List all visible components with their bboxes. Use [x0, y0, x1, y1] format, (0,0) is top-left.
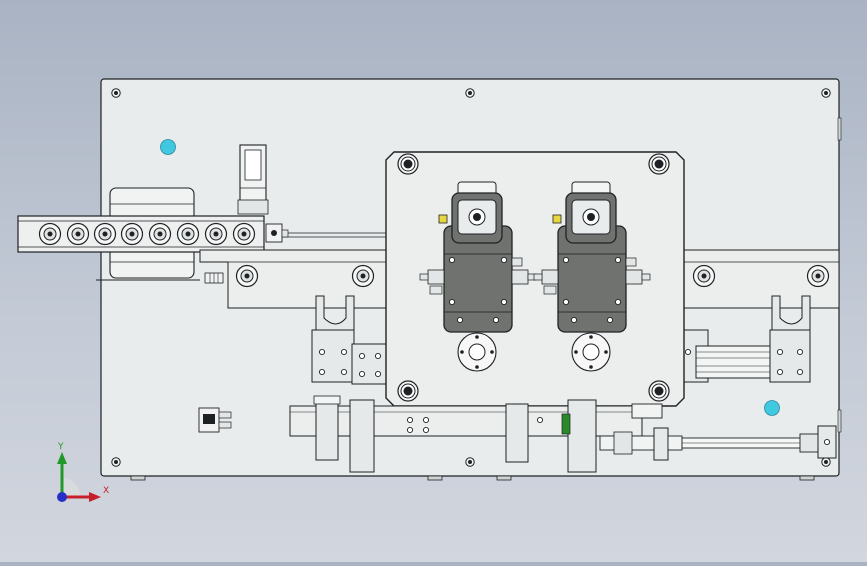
- feed-roller[interactable]: [351, 264, 375, 288]
- coordinate-triad: [57, 452, 101, 502]
- bearing-flange: [571, 332, 611, 372]
- mount-bolt: [397, 153, 419, 175]
- plate-foot: [427, 475, 443, 481]
- linear-slide[interactable]: [695, 345, 771, 379]
- plate-bolt: [821, 88, 831, 98]
- y-axis-label: Y: [58, 442, 64, 452]
- beam-post: [505, 403, 529, 463]
- beam-post: [567, 399, 597, 473]
- plate-bolt: [465, 457, 475, 467]
- cyan-marker: [764, 400, 780, 416]
- servo-unit-left[interactable]: [419, 181, 537, 333]
- plate-foot: [496, 475, 512, 481]
- wire-straightener[interactable]: [17, 215, 265, 253]
- feed-roller[interactable]: [235, 264, 259, 288]
- plate-bolt: [465, 88, 475, 98]
- left-u-bracket: [315, 295, 355, 331]
- mount-bolt: [648, 153, 670, 175]
- edge-tab: [837, 409, 842, 433]
- wire-sensor[interactable]: [265, 223, 289, 243]
- beam-post: [315, 399, 339, 461]
- mount-bolt: [648, 380, 670, 402]
- cylinder-bracket: [631, 403, 663, 419]
- plate-foot: [799, 475, 815, 481]
- output-roller[interactable]: [806, 264, 830, 288]
- plate-bolt: [821, 457, 831, 467]
- sensor-indicator: [561, 413, 571, 435]
- plate-foot: [130, 475, 146, 481]
- mount-bolt: [397, 380, 419, 402]
- left-support-column: [311, 329, 387, 385]
- guide-post[interactable]: [237, 144, 269, 215]
- servo-unit-right[interactable]: [533, 181, 651, 333]
- plate-bolt: [111, 88, 121, 98]
- edge-tab: [837, 117, 842, 141]
- plate-bolt: [111, 457, 121, 467]
- beam-post: [349, 399, 375, 473]
- solenoid-valve[interactable]: [198, 407, 232, 433]
- bearing-flange: [457, 332, 497, 372]
- output-roller[interactable]: [692, 264, 716, 288]
- right-u-bracket: [771, 295, 811, 331]
- tension-screw[interactable]: [204, 272, 224, 284]
- x-axis-label: X: [103, 486, 110, 496]
- cyan-marker: [160, 139, 176, 155]
- pneumatic-cylinder[interactable]: [599, 425, 837, 461]
